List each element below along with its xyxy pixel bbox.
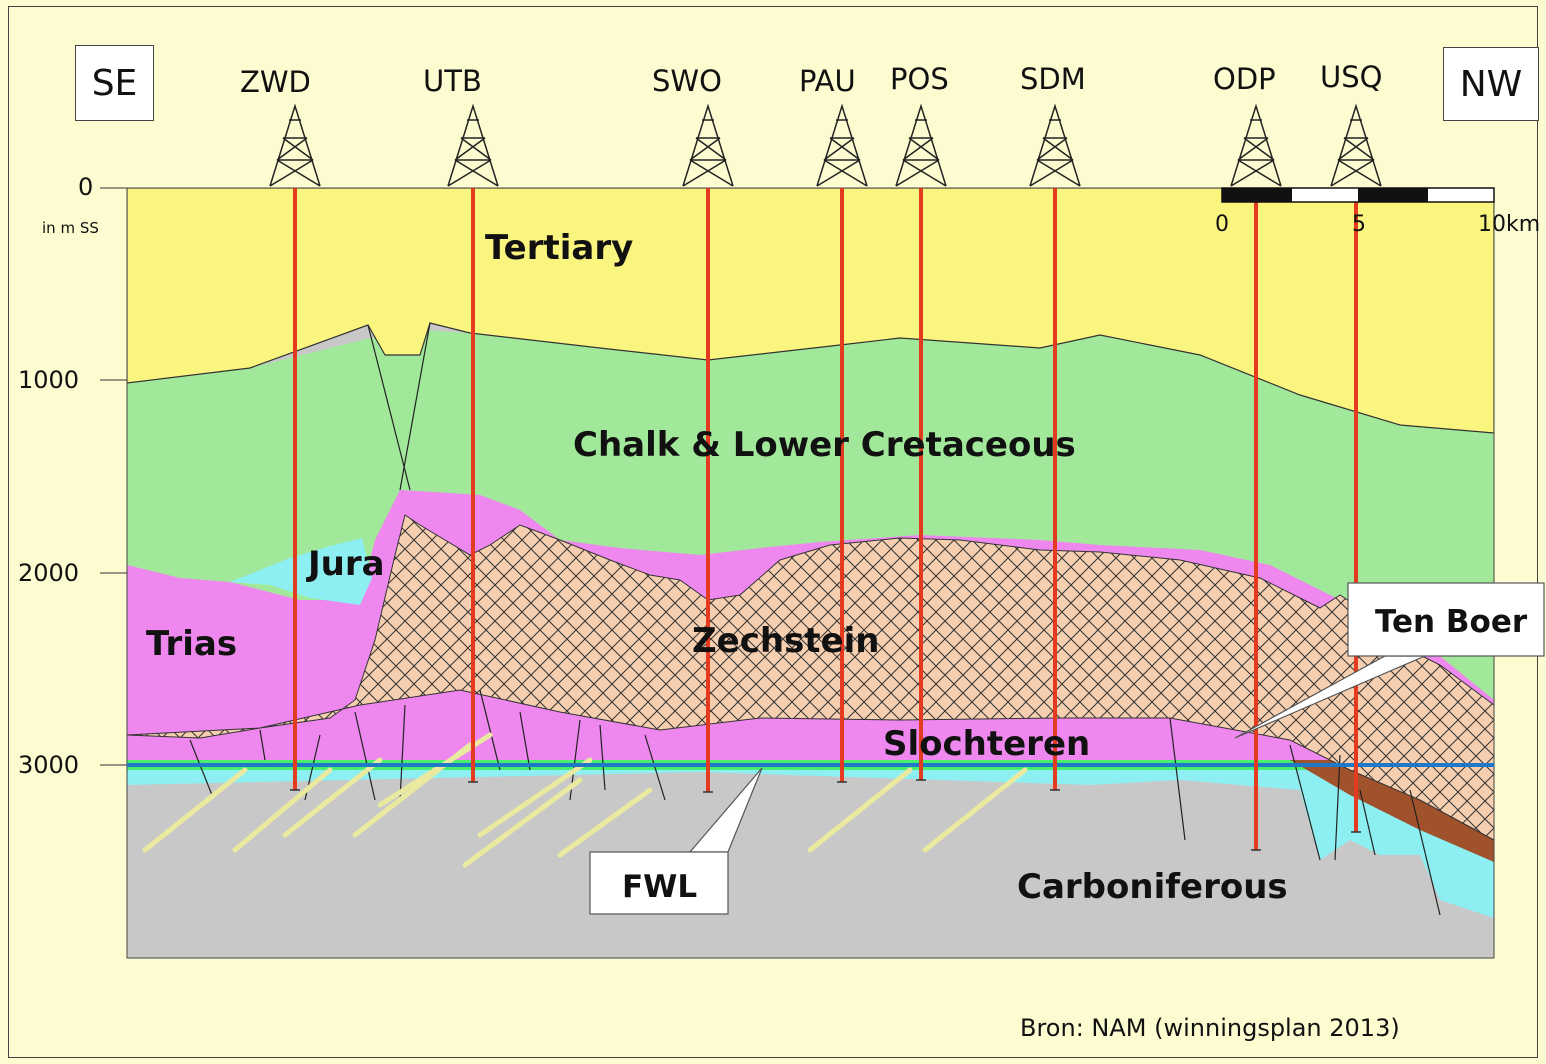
fwl-callout: FWL bbox=[589, 767, 763, 915]
depth-tick-2000: 2000 bbox=[18, 559, 79, 587]
well-label: PAU bbox=[799, 64, 856, 98]
depth-tick-3000: 3000 bbox=[18, 751, 79, 779]
well-label: USQ bbox=[1320, 60, 1382, 94]
well-sdm: SDM bbox=[1020, 62, 1086, 791]
fault-slivers bbox=[142, 732, 1028, 868]
well-label: ZWD bbox=[240, 65, 311, 99]
zechstein-layer bbox=[127, 514, 1494, 841]
ten-boer-label: Ten Boer bbox=[1375, 604, 1528, 640]
fault-lines bbox=[189, 322, 1441, 916]
well-label: UTB bbox=[423, 64, 482, 98]
wells: ZWD UTB SWO PAU POS SDM ODP USQ bbox=[240, 60, 1382, 851]
depth-axis: 0 1000 2000 3000 in m SS bbox=[18, 173, 127, 779]
tertiary-layer bbox=[127, 188, 1494, 434]
derrick-icon bbox=[682, 103, 734, 187]
well-label: POS bbox=[890, 62, 949, 96]
derrick-icon bbox=[1029, 103, 1081, 187]
label-jura: Jura bbox=[306, 544, 385, 584]
derrick-icon bbox=[895, 103, 947, 187]
derrick-icon bbox=[447, 103, 499, 187]
source-caption: Bron: NAM (winningsplan 2013) bbox=[1020, 1014, 1400, 1042]
direction-nw-box: NW bbox=[1443, 47, 1539, 121]
depth-unit: in m SS bbox=[42, 219, 99, 237]
scale-label-5: 5 bbox=[1352, 212, 1366, 237]
depth-tick-1000: 1000 bbox=[18, 366, 79, 394]
fwl-label: FWL bbox=[622, 869, 697, 905]
derrick-icon bbox=[1230, 103, 1282, 187]
label-tertiary: Tertiary bbox=[485, 228, 633, 268]
label-zechstein: Zechstein bbox=[692, 621, 879, 661]
jura-layer bbox=[230, 538, 372, 605]
direction-nw: NW bbox=[1459, 63, 1523, 105]
figure-frame bbox=[8, 6, 1538, 1058]
depth-tick-0: 0 bbox=[78, 173, 93, 201]
well-utb: UTB bbox=[423, 64, 499, 783]
label-chalk: Chalk & Lower Cretaceous bbox=[573, 425, 1076, 465]
scale-label-10km: 10km bbox=[1478, 212, 1540, 237]
well-pos: POS bbox=[890, 62, 949, 781]
well-zwd: ZWD bbox=[240, 65, 321, 791]
well-odp: ODP bbox=[1213, 62, 1282, 851]
direction-se-box: SE bbox=[75, 45, 154, 121]
well-label: SWO bbox=[652, 64, 722, 98]
label-slochteren: Slochteren bbox=[883, 724, 1090, 764]
label-trias: Trias bbox=[146, 624, 237, 664]
direction-se: SE bbox=[91, 62, 138, 104]
well-swo: SWO bbox=[652, 64, 734, 793]
ten-boer-callout: Ten Boer bbox=[1234, 582, 1545, 739]
derrick-icon bbox=[1330, 103, 1382, 187]
derrick-icon bbox=[816, 103, 868, 187]
well-label: SDM bbox=[1020, 62, 1086, 96]
scale-label-0: 0 bbox=[1215, 212, 1229, 237]
derrick-icon bbox=[269, 103, 321, 187]
well-label: ODP bbox=[1213, 62, 1276, 96]
scale-bar: 0 5 10km bbox=[1215, 187, 1540, 237]
well-pau: PAU bbox=[799, 64, 868, 783]
label-carboniferous: Carboniferous bbox=[1017, 867, 1288, 907]
well-usq: USQ bbox=[1320, 60, 1382, 833]
